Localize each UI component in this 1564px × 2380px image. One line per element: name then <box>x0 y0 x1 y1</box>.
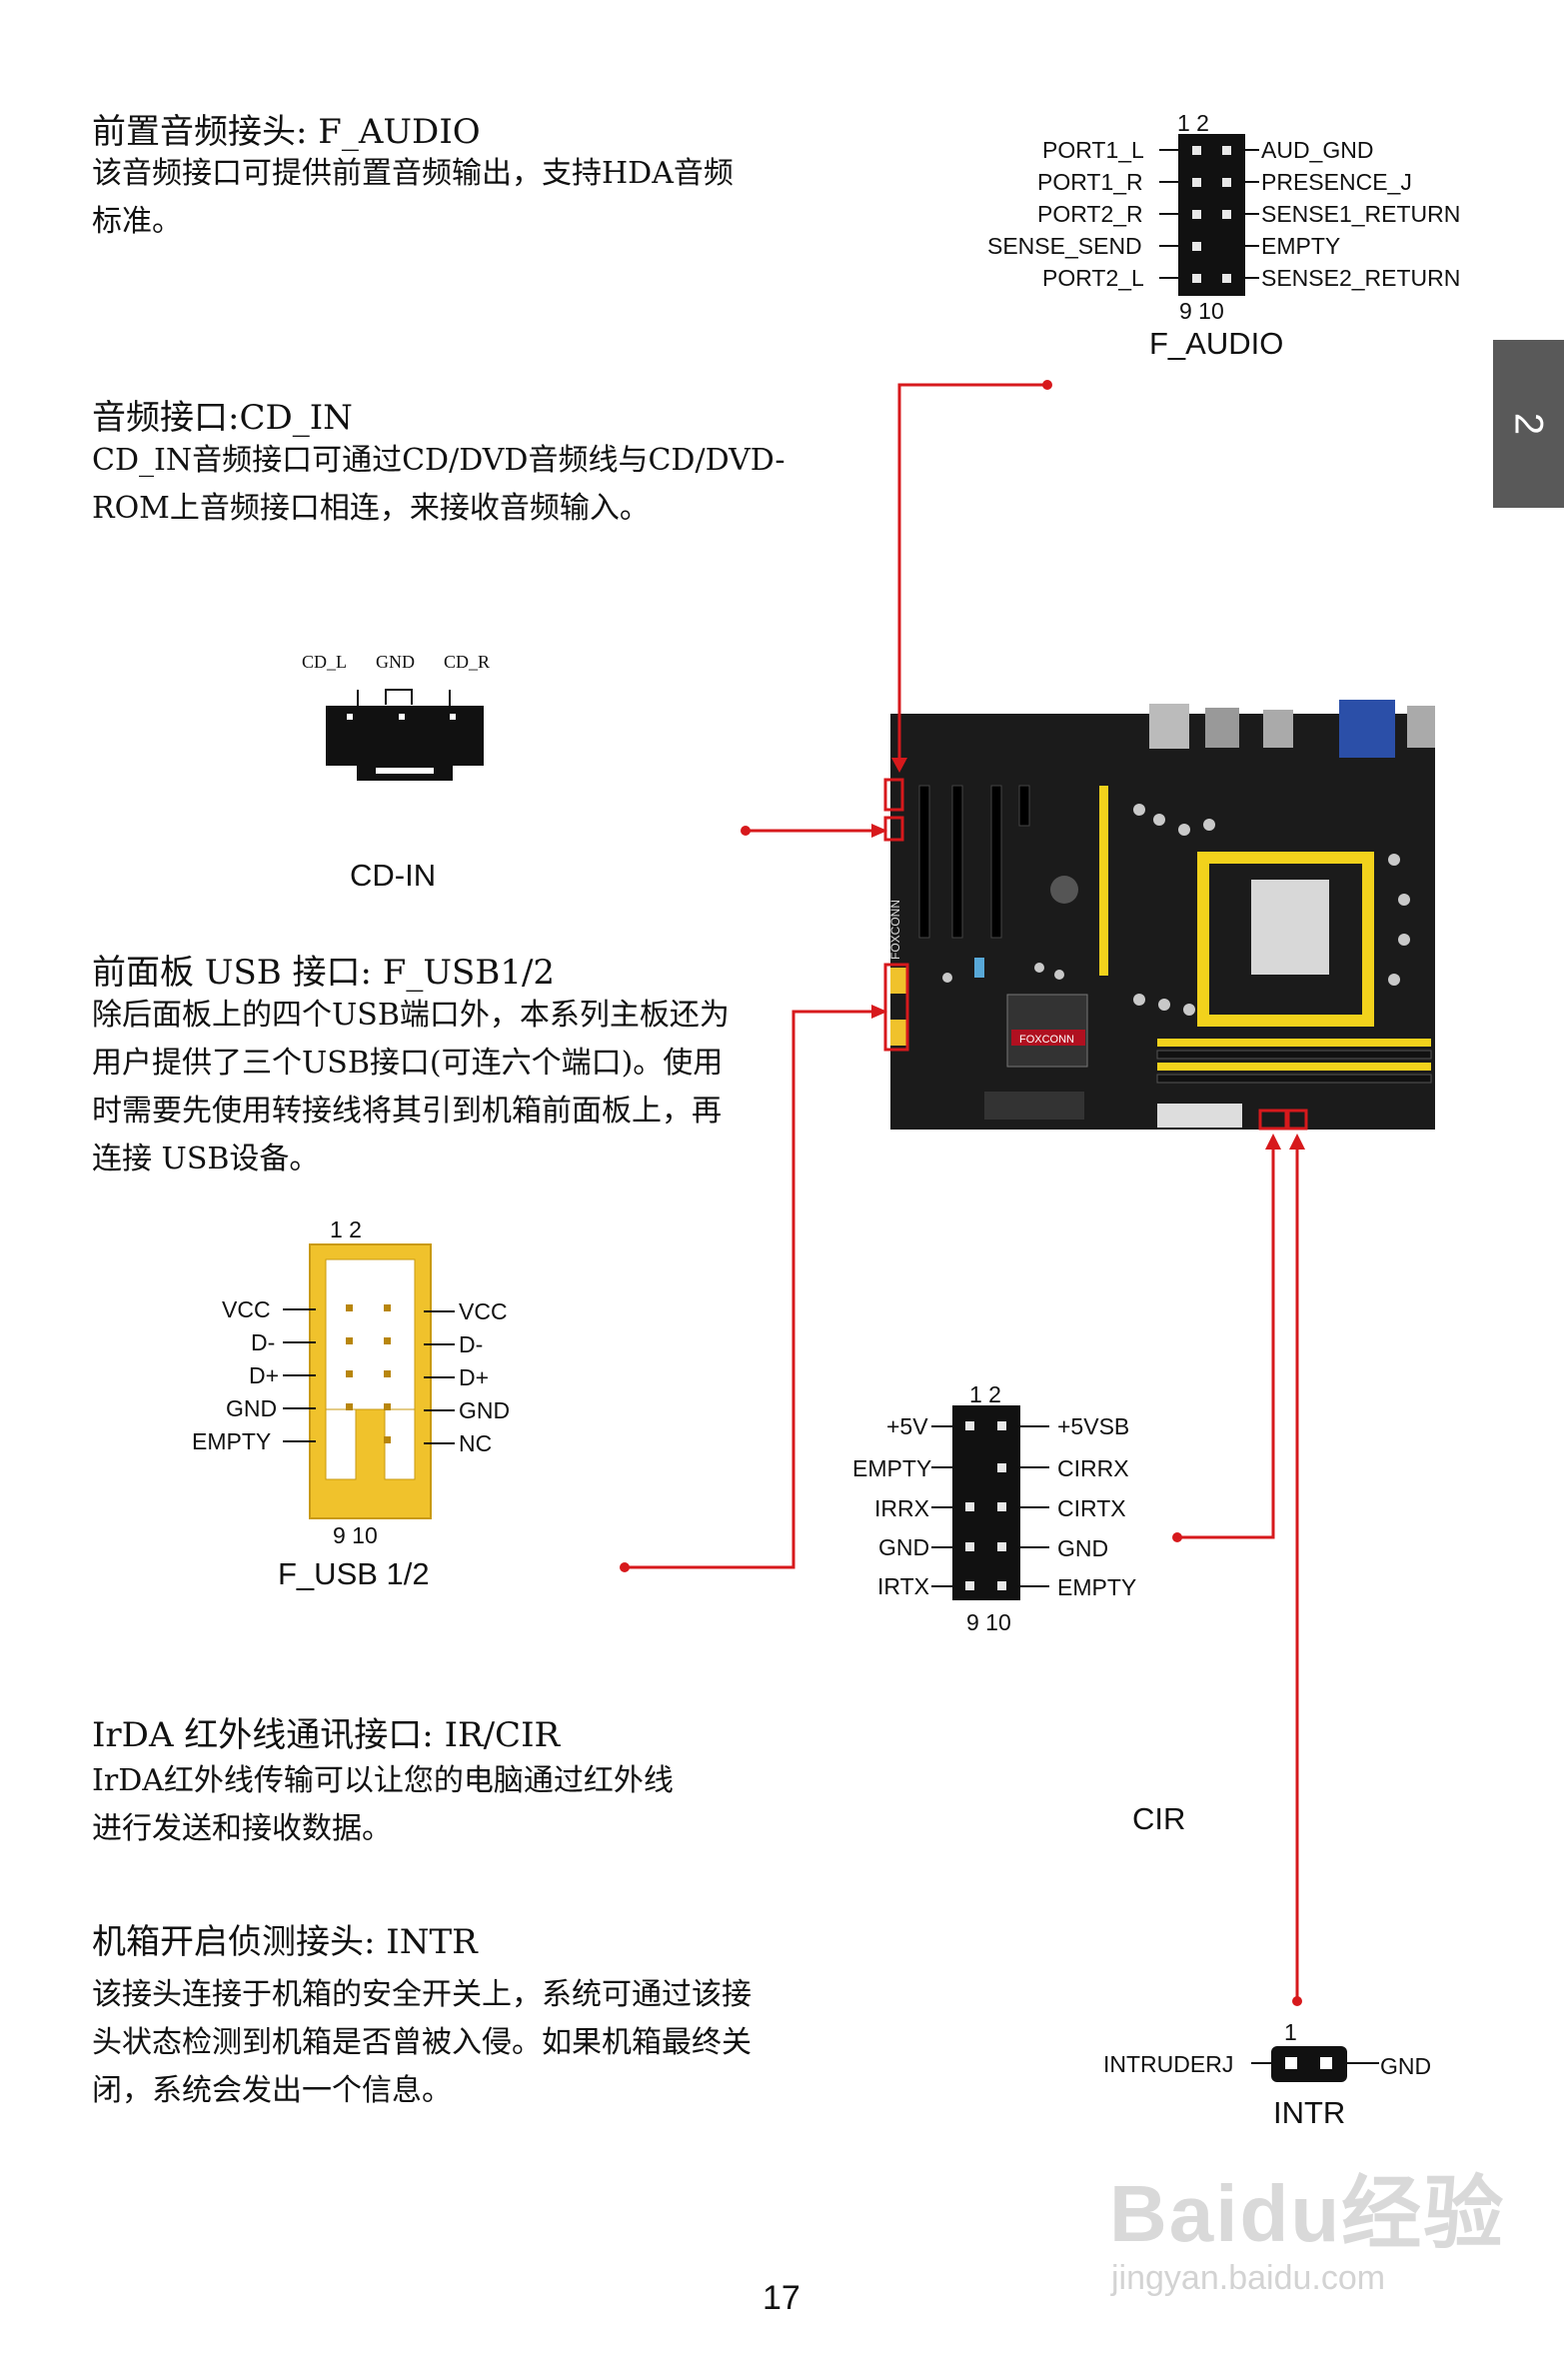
f-usb-left-5: EMPTY <box>192 1428 272 1454</box>
cir-left-2: EMPTY <box>852 1455 932 1481</box>
callout-arrowheads <box>871 758 1305 1150</box>
f-usb-right-5: NC <box>459 1430 493 1456</box>
f-audio-left-5: PORT2_L <box>1042 265 1144 291</box>
f-usb-desc-1: 除后面板上的四个USB端口外，本系列主板还为 <box>92 998 730 1033</box>
cir-right-1: +5VSB <box>1057 1413 1130 1439</box>
f-usb-right-3: D+ <box>459 1364 490 1390</box>
cd-in-title: 音频接口:CD_IN <box>92 398 353 438</box>
chapter-tab: 2 <box>1493 340 1564 508</box>
f-usb-desc-2: 用户提供了三个USB接口(可连六个端口)。使用 <box>92 1046 724 1081</box>
cir-left-1: +5V <box>886 1413 928 1439</box>
f-audio-desc-2: 标准。 <box>92 204 182 239</box>
f-audio-right-2: PRESENCE_J <box>1261 169 1412 195</box>
cir-caption: CIR <box>1132 1801 1186 1836</box>
board-brand-chipset: FOXCONN <box>1019 1034 1074 1046</box>
intr-title: 机箱开启侦测接头: INTR <box>92 1922 478 1962</box>
cd-in-pin-1: CD_L <box>302 652 347 672</box>
intr-pin-top: 1 <box>1284 2019 1297 2045</box>
page-number: 17 <box>763 2279 800 2317</box>
irda-desc-1: IrDA红外线传输可以让您的电脑通过红外线 <box>92 1763 674 1798</box>
f-usb-desc-3: 时需要先使用转接线将其引到机箱前面板上，再 <box>92 1094 722 1129</box>
f-audio-right-5: SENSE2_RETURN <box>1261 265 1461 291</box>
board-brand-edge: FOXCONN <box>888 900 902 960</box>
intr-caption: INTR <box>1273 2095 1346 2130</box>
f-audio-left-2: PORT1_R <box>1037 169 1143 195</box>
cir-left-5: IRTX <box>877 1573 929 1599</box>
cd-in-desc-1: CD_IN音频接口可通过CD/DVD音频线与CD/DVD- <box>92 443 785 478</box>
intr-desc-3: 闭，系统会发出一个信息。 <box>92 2073 452 2108</box>
f-audio-caption: F_AUDIO <box>1149 326 1284 361</box>
f-usb-title: 前面板 USB 接口: F_USB1/2 <box>92 953 556 993</box>
f-usb-pin-top: 1 2 <box>330 1216 362 1242</box>
f-audio-left-4: SENSE_SEND <box>987 233 1142 259</box>
f-audio-pin-bottom: 9 10 <box>1179 298 1224 324</box>
f-audio-left-1: PORT1_L <box>1042 137 1144 163</box>
cd-in-pin-3: CD_R <box>444 652 491 672</box>
cir-right-5: EMPTY <box>1057 1574 1137 1600</box>
intr-left-label: INTRUDERJ <box>1103 2051 1234 2077</box>
f-usb-left-3: D+ <box>249 1362 280 1388</box>
intr-header <box>1251 2046 1379 2082</box>
cd-in-pin-2: GND <box>376 652 415 672</box>
f-usb-right-1: VCC <box>459 1298 508 1324</box>
intr-desc-1: 该接头连接于机箱的安全开关上，系统可通过该接 <box>92 1977 752 2012</box>
f-usb-left-1: VCC <box>222 1296 271 1322</box>
callout-dots <box>620 380 1302 2006</box>
cd-in-connector <box>326 689 484 781</box>
cir-left-3: IRRX <box>874 1495 929 1521</box>
watermark-logo: Baidu经验 <box>1109 2169 1506 2258</box>
f-audio-right-1: AUD_GND <box>1261 137 1374 163</box>
watermark-url: jingyan.baidu.com <box>1111 2259 1386 2297</box>
cir-right-4: GND <box>1057 1535 1109 1561</box>
callout-lines <box>625 383 1299 2001</box>
f-usb-caption: F_USB 1/2 <box>278 1556 430 1591</box>
f-usb-pin-bottom: 9 10 <box>333 1522 378 1548</box>
f-usb-right-4: GND <box>459 1397 511 1423</box>
f-usb-left-2: D- <box>251 1329 276 1355</box>
cir-right-2: CIRRX <box>1057 1455 1129 1481</box>
f-audio-title: 前置音频接头: F_AUDIO <box>92 112 481 152</box>
cir-right-3: CIRTX <box>1057 1495 1126 1521</box>
cd-in-desc-2: ROM上音频接口相连，来接收音频输入。 <box>92 491 650 526</box>
cir-header <box>931 1405 1049 1600</box>
intr-desc-2: 头状态检测到机箱是否曾被入侵。如果机箱最终关 <box>92 2025 752 2060</box>
f-usb-left-4: GND <box>226 1395 278 1421</box>
f-usb-desc-4: 连接 USB设备。 <box>92 1142 320 1177</box>
intr-right-label: GND <box>1380 2053 1432 2079</box>
cir-left-4: GND <box>878 1534 930 1560</box>
irda-desc-2: 进行发送和接收数据。 <box>92 1811 392 1846</box>
f-audio-desc-1: 该音频接口可提供前置音频输出，支持HDA音频 <box>92 156 734 191</box>
f-audio-right-4: EMPTY <box>1261 233 1341 259</box>
f-audio-header <box>1159 134 1259 296</box>
motherboard-image: FOXCONN FOXCONN <box>883 700 1435 1131</box>
f-usb-header <box>283 1243 455 1519</box>
irda-title: IrDA 红外线通讯接口: IR/CIR <box>92 1715 561 1755</box>
f-audio-left-3: PORT2_R <box>1037 201 1143 227</box>
f-audio-pin-top: 1 2 <box>1177 110 1209 136</box>
cir-pin-top: 1 2 <box>969 1381 1001 1407</box>
cir-pin-bottom: 9 10 <box>966 1609 1011 1635</box>
cd-in-caption: CD-IN <box>350 858 437 893</box>
f-usb-right-2: D- <box>459 1331 484 1357</box>
f-audio-right-3: SENSE1_RETURN <box>1261 201 1461 227</box>
